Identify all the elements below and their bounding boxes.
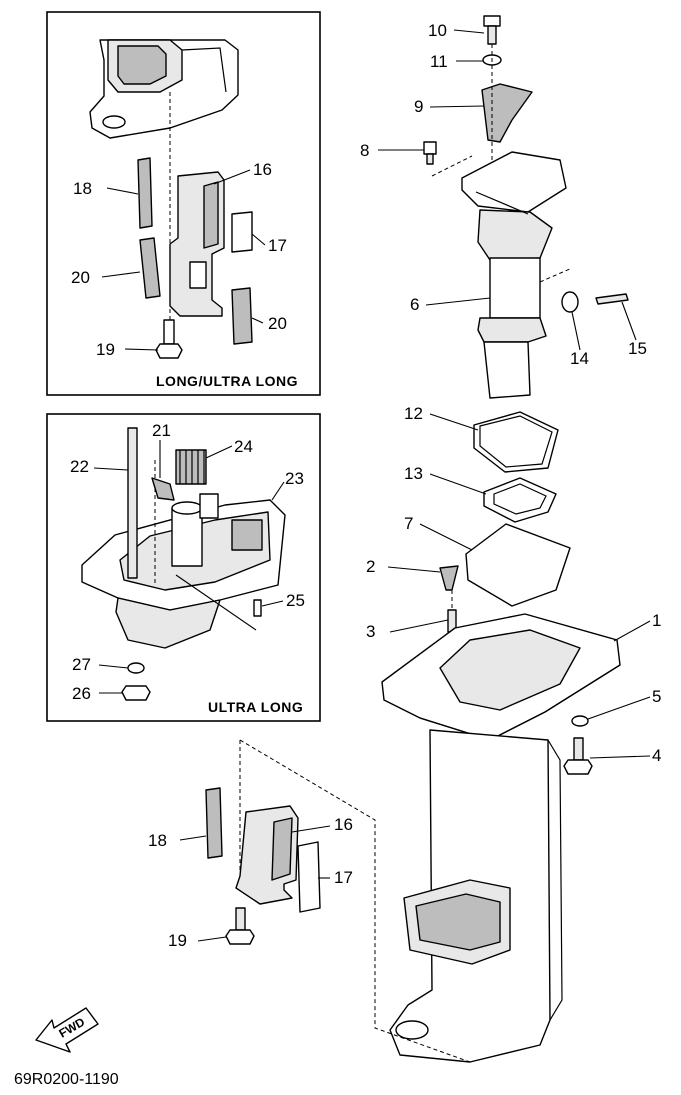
gasket-part-12 [473,411,559,473]
washer-part-27 [127,662,145,674]
callout-4: 4 [652,746,661,765]
lower-casing-main [389,729,563,1063]
callout-7: 7 [404,514,413,533]
callout-16: 16 [334,815,353,834]
rubber-mount-part-20-left [139,237,161,299]
rubber-block-part-17 [231,211,253,253]
cover-part-9 [481,83,533,143]
upper-casing-part-6 [461,151,567,399]
bolt-part-4 [563,737,593,775]
diagram-code: 69R0200-1190 [14,1071,119,1088]
nut-part-26 [121,685,151,701]
key-part-21 [151,477,175,501]
lower-casing-tip-part [89,39,239,139]
bolt-part-19-inset [155,319,183,359]
callout-15: 15 [628,339,647,358]
inset-long-ultra-long-frame [46,11,321,396]
callout-23: 23 [285,469,304,488]
pin-part-15 [595,293,629,305]
bushing-part-14 [561,291,579,313]
bracket-part-16-main [235,805,299,905]
callout-2: 2 [366,557,375,576]
callout-18: 18 [73,179,92,198]
inset-title-long-ultra-long: LONG/ULTRA LONG [156,373,298,389]
callout-26: 26 [72,684,91,703]
callout-6: 6 [410,295,419,314]
fwd-arrow-icon: FWD [35,1007,99,1053]
inset-ultra-long-frame [46,413,321,722]
rubber-block-part-17-main [297,841,321,913]
inset-title-ultra-long: ULTRA LONG [208,699,303,715]
callout-22: 22 [70,457,89,476]
callout-19: 19 [96,340,115,359]
rubber-mount-part-18 [137,157,153,229]
callout-27: 27 [72,655,91,674]
screw-part-8 [423,141,437,165]
gear-part-24 [175,449,207,485]
gasket-part-7 [465,523,571,607]
stud-part-22 [127,427,138,579]
callout-20: 20 [268,314,287,333]
bolt-part-19-main [225,907,255,945]
callout-21: 21 [152,421,171,440]
callout-13: 13 [404,464,423,483]
callout-12: 12 [404,404,423,423]
dowel-part-25 [253,599,262,617]
callout-17: 17 [268,236,287,255]
exhaust-guide-part-1 [381,613,621,741]
callout-25: 25 [286,591,305,610]
washer-part-5 [571,715,589,727]
assembly-guide-line [239,739,471,1063]
callout-24: 24 [234,437,253,456]
callout-5: 5 [652,687,661,706]
rubber-mount-part-20-right [231,287,253,345]
callout-19: 19 [168,931,187,950]
grommet-part-2 [439,565,459,591]
callout-10: 10 [428,21,447,40]
callout-17: 17 [334,868,353,887]
callout-8: 8 [360,141,369,160]
seal-part-13 [483,477,557,523]
callout-9: 9 [414,97,423,116]
callout-16: 16 [253,160,272,179]
driveshaft-tube [171,493,219,567]
callout-18: 18 [148,831,167,850]
callout-1: 1 [652,611,661,630]
inset-long-ultra-long: 16 18 17 20 20 19 LONG/ULTRA LONG [46,11,321,396]
inset-ultra-long: 21 22 24 23 25 27 26 ULTRA LONG [46,413,321,722]
bolt-part-10 [483,15,501,45]
callout-11: 11 [430,52,448,71]
callout-14: 14 [570,349,589,368]
bracket-part-16 [169,171,225,317]
rubber-mount-part-18-main [205,787,223,859]
callout-3: 3 [366,622,375,641]
callout-20: 20 [71,268,90,287]
